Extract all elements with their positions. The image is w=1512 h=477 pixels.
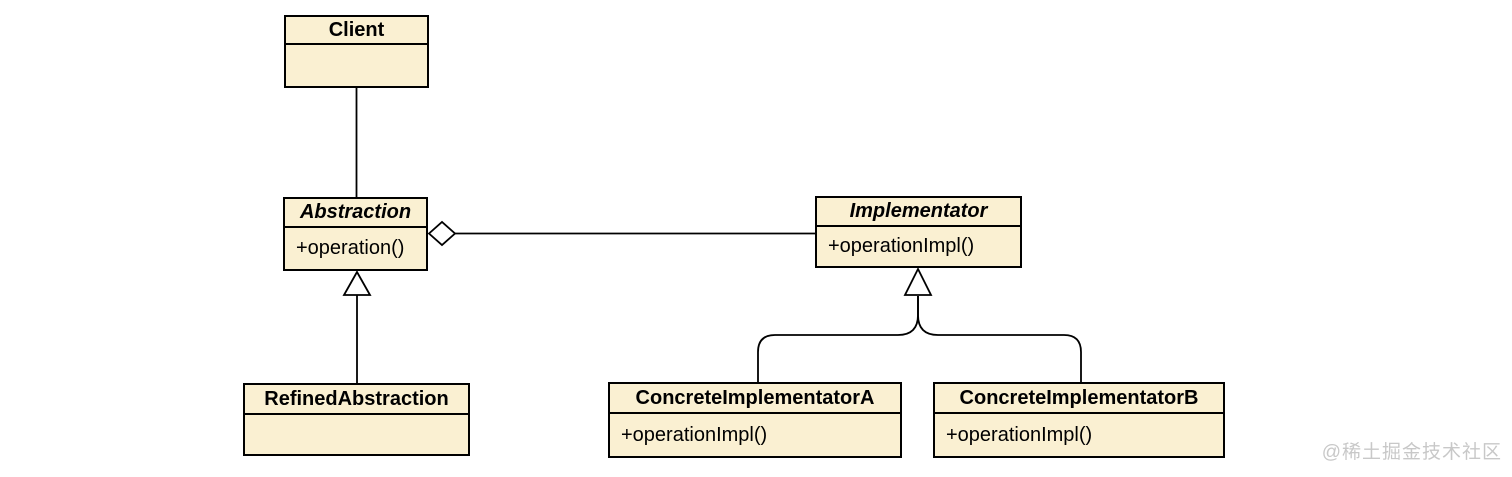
class-box-implementator: Implementator +operationImpl() (815, 196, 1022, 268)
generalization-triangle-icon-implementator (903, 266, 933, 296)
class-box-refinedabstraction: RefinedAbstraction (243, 383, 470, 456)
generalization-branch-concreteimplementatorb (917, 296, 1082, 382)
class-members-refinedabstraction (245, 415, 468, 454)
watermark-text: @稀土掘金技术社区 (1321, 442, 1502, 463)
class-member: +operationImpl() (621, 423, 768, 446)
class-member: +operation() (296, 237, 405, 259)
class-members-implementator: +operationImpl() (817, 227, 1020, 266)
class-box-concreteimplementatora: ConcreteImplementatorA +operationImpl() (608, 382, 902, 458)
class-name-refinedabstraction: RefinedAbstraction (245, 385, 468, 415)
class-box-client: Client (284, 15, 429, 88)
generalization-branch-concreteimplementatora (757, 296, 919, 382)
class-box-abstraction: Abstraction +operation() (283, 197, 428, 271)
class-members-concreteimplementatora: +operationImpl() (610, 414, 900, 456)
class-member: +operationImpl() (828, 235, 975, 257)
class-members-concreteimplementatorb: +operationImpl() (935, 414, 1223, 456)
class-box-concreteimplementatorb: ConcreteImplementatorB +operationImpl() (933, 382, 1225, 458)
class-name-concreteimplementatora: ConcreteImplementatorA (610, 384, 900, 414)
class-member: +operationImpl() (946, 423, 1093, 446)
class-name-abstraction: Abstraction (285, 199, 426, 228)
generalization-triangle-icon-abstraction (342, 270, 372, 296)
aggregation-diamond-icon (427, 220, 457, 247)
class-members-client (286, 45, 427, 86)
class-name-implementator: Implementator (817, 198, 1020, 227)
class-name-client: Client (286, 17, 427, 45)
class-name-concreteimplementatorb: ConcreteImplementatorB (935, 384, 1223, 414)
class-members-abstraction: +operation() (285, 228, 426, 269)
